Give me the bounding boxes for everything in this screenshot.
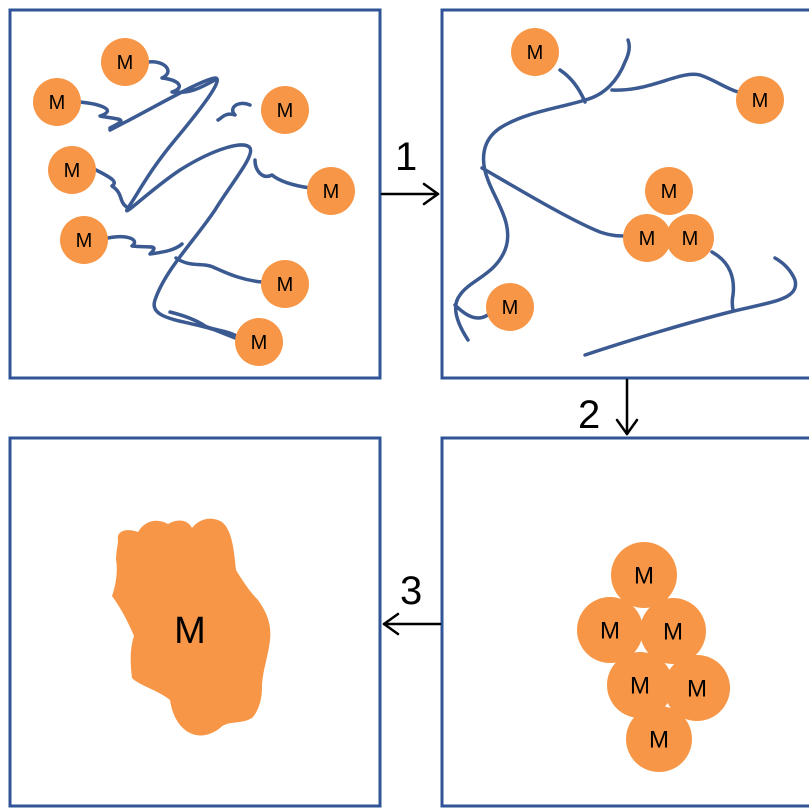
particle-label: M [661, 181, 678, 203]
particle-p3-3: M [640, 598, 706, 664]
particle-circle [577, 597, 643, 663]
particle-p1-4: M [48, 146, 96, 194]
particle-label: M [251, 332, 268, 354]
particle-p1-5: M [307, 167, 355, 215]
particle-p2-4: M [623, 214, 671, 262]
coalesced-particle-label: M [174, 610, 206, 652]
particle-p3-1: M [611, 542, 677, 608]
particle-circle [261, 86, 309, 134]
particle-p1-6: M [60, 216, 108, 264]
particle-circle [640, 598, 706, 664]
particle-circle [261, 260, 309, 308]
particle-circle [736, 76, 784, 124]
particle-p2-3: M [645, 167, 693, 215]
particle-label: M [277, 274, 294, 296]
particle-circle [611, 542, 677, 608]
particle-circle [664, 655, 730, 721]
particle-circle [307, 167, 355, 215]
particle-circle [235, 318, 283, 366]
step-label-1: 1 [395, 135, 417, 179]
particle-p3-6: M [626, 706, 692, 772]
particle-label: M [687, 676, 707, 703]
particle-label: M [76, 230, 93, 252]
particle-circle [60, 216, 108, 264]
particle-p1-1: M [101, 38, 149, 86]
particle-p3-4: M [607, 652, 673, 718]
particle-circle [101, 38, 149, 86]
particle-p1-3: M [261, 86, 309, 134]
particle-circle [666, 214, 714, 262]
particle-label: M [663, 619, 683, 646]
particle-label: M [752, 90, 769, 112]
particle-p1-2: M [33, 78, 81, 126]
particle-label: M [600, 618, 620, 645]
coiled-chain [78, 60, 312, 348]
particle-p2-5: M [666, 214, 714, 262]
particle-p2-2: M [736, 76, 784, 124]
step-label-2: 2 [578, 393, 600, 437]
particle-p2-1: M [511, 28, 559, 76]
particle-label: M [639, 228, 656, 250]
particle-p1-7: M [261, 260, 309, 308]
particle-label: M [277, 100, 294, 122]
arrow-step-1 [380, 182, 440, 206]
particle-circle [511, 28, 559, 76]
particle-label: M [117, 52, 134, 74]
particle-label: M [64, 160, 81, 182]
arrow-step-3 [382, 612, 442, 636]
particle-circle [626, 706, 692, 772]
particle-circle [607, 652, 673, 718]
particle-label: M [527, 42, 544, 64]
branched-chain [453, 38, 798, 357]
particle-label: M [630, 673, 650, 700]
particle-circle [33, 78, 81, 126]
particle-label: M [502, 297, 519, 319]
particle-label: M [49, 92, 66, 114]
particle-circle [623, 214, 671, 262]
particle-p1-8: M [235, 318, 283, 366]
particle-p2-6: M [486, 283, 534, 331]
particle-label: M [323, 181, 340, 203]
particle-circle [48, 146, 96, 194]
particle-p3-2: M [577, 597, 643, 663]
step-label-3: 3 [400, 569, 422, 613]
arrows [380, 182, 639, 636]
arrow-step-2 [615, 378, 639, 436]
coalesced-particle-blob [112, 518, 271, 736]
particle-p3-5: M [664, 655, 730, 721]
particle-label: M [634, 563, 654, 590]
particle-label: M [649, 727, 669, 754]
particle-label: M [682, 228, 699, 250]
particle-circle [645, 167, 693, 215]
particle-circle [486, 283, 534, 331]
